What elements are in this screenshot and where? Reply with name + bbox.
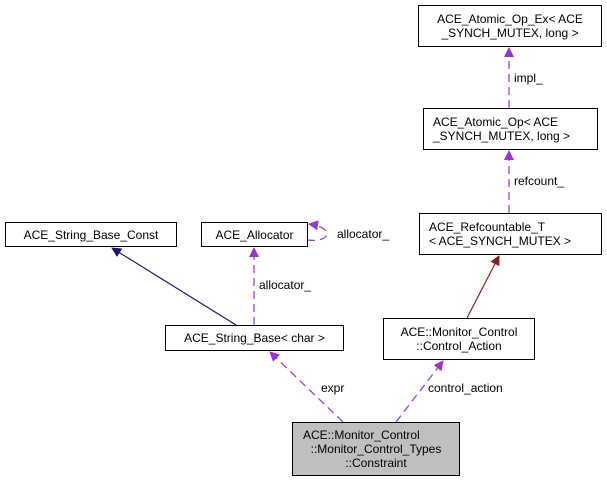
node-label-line: ::Control_Action: [416, 339, 502, 353]
edge-label-control-action: control_action: [428, 381, 503, 395]
node-label-line: _SYNCH_MUTEX, long >: [441, 26, 579, 40]
node-label-line: ACE_String_Base_Const: [23, 227, 159, 242]
edge-allocator-self: [306, 220, 328, 241]
node-constraint-current: ACE::Monitor_Control ::Monitor_Control_T…: [292, 422, 460, 476]
node-allocator[interactable]: ACE_Allocator: [201, 222, 308, 247]
edge-expr: [269, 351, 344, 423]
node-string-base-const[interactable]: ACE_String_Base_Const: [5, 222, 177, 247]
edge-label-refcount: refcount_: [514, 174, 565, 188]
node-label-line: ::Monitor_Control_Types: [310, 442, 442, 456]
node-label-line: ACE_String_Base< char >: [184, 331, 325, 345]
node-label-line: _SYNCH_MUTEX, long >: [433, 129, 571, 143]
node-label-line: ACE_Atomic_Op< ACE: [433, 115, 559, 129]
node-label-line: ACE_Atomic_Op_Ex< ACE: [437, 12, 583, 26]
edge-label-allocator: allocator_: [259, 278, 312, 292]
node-label-line: ACE::Monitor_Control: [303, 428, 420, 442]
edge-inherit-control-action: [466, 255, 500, 319]
edge-label-allocator-self: allocator_: [337, 227, 390, 241]
edge-label-impl: impl_: [514, 71, 543, 85]
node-label-line: ::Constraint: [345, 456, 407, 470]
node-control-action[interactable]: ACE::Monitor_Control ::Control_Action: [383, 318, 535, 360]
node-atomic-op[interactable]: ACE_Atomic_Op< ACE _SYNCH_MUTEX, long >: [423, 108, 598, 150]
node-label-line: ACE::Monitor_Control: [400, 325, 518, 339]
node-label-line: ACE_Refcountable_T: [429, 220, 546, 234]
node-refcountable[interactable]: ACE_Refcountable_T < ACE_SYNCH_MUTEX >: [419, 213, 602, 255]
node-label-line: < ACE_SYNCH_MUTEX >: [429, 234, 572, 248]
edge-inherit-string-base: [111, 247, 237, 326]
node-string-base[interactable]: ACE_String_Base< char >: [165, 325, 344, 351]
node-atomic-op-ex[interactable]: ACE_Atomic_Op_Ex< ACE _SYNCH_MUTEX, long…: [418, 5, 602, 47]
edge-label-expr: expr: [321, 381, 345, 395]
node-label-line: ACE_Allocator: [215, 227, 294, 242]
